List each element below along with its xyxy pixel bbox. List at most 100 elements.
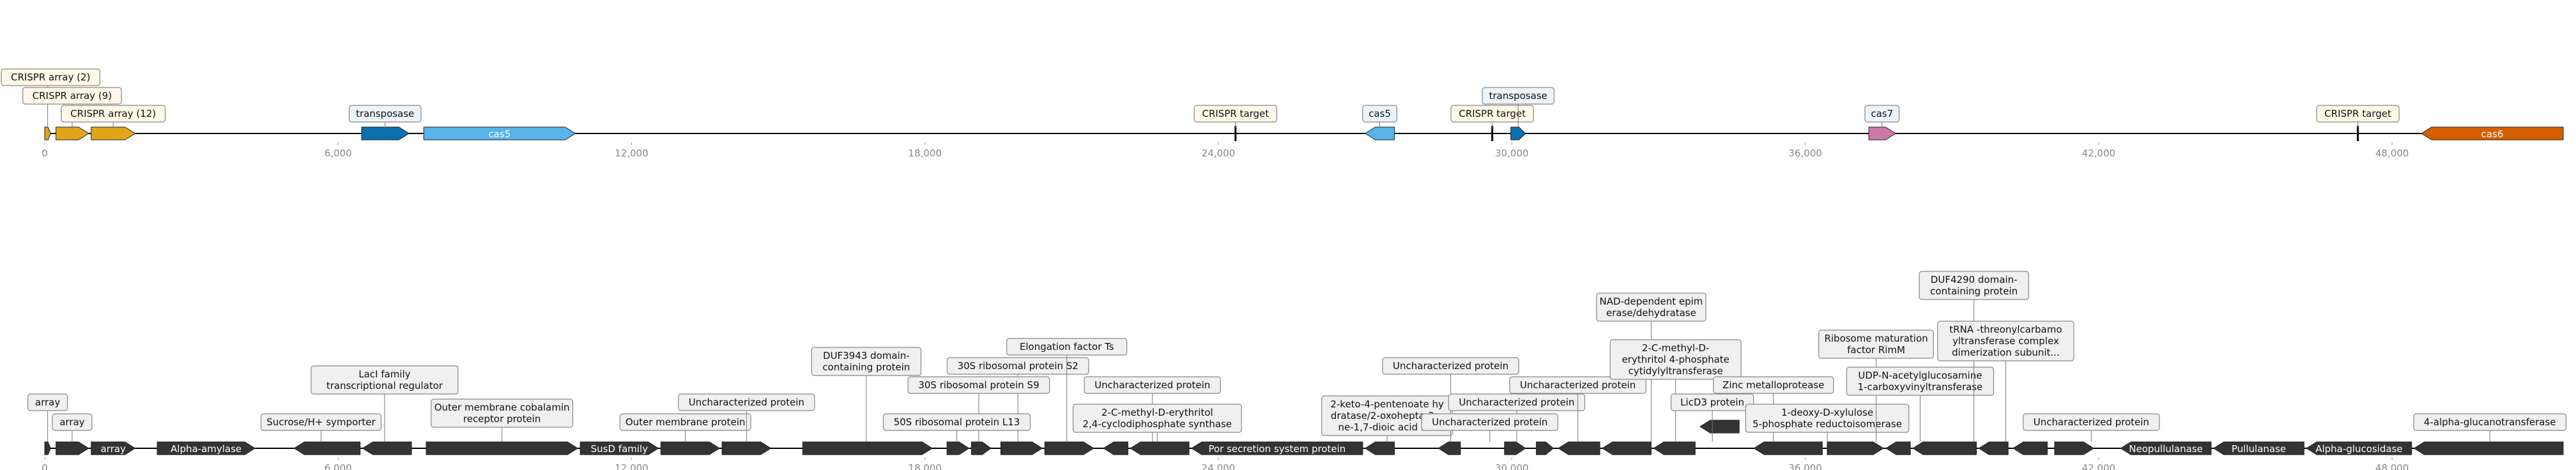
gene-label: Alpha-amylase: [171, 443, 241, 455]
callout-box: [1448, 393, 1586, 411]
gene-arrow: [56, 441, 89, 455]
gene-arrow: [1130, 441, 1190, 455]
axis-tick-label: 12,000: [615, 462, 648, 470]
callout-text: Outer membrane protein: [625, 416, 746, 428]
callout-box: [2023, 413, 2160, 431]
callout-text: NAD-dependent epim: [1600, 296, 1703, 307]
gene-arrow: [579, 441, 659, 455]
callout-box: [1670, 393, 1754, 411]
callout-box: [1937, 321, 2074, 361]
callout-box: [1193, 105, 1278, 123]
callout-box: [1362, 105, 1398, 123]
callout-box: [1509, 376, 1646, 394]
callout-text: factor RimM: [1847, 344, 1905, 356]
callout-box: [1745, 404, 1910, 433]
callout-box: [907, 376, 1050, 394]
callout-text: Uncharacterized protein: [2034, 416, 2149, 428]
gene-arrow: [293, 441, 361, 455]
gene-arrow: [802, 441, 933, 455]
gene-label: cas5: [488, 128, 510, 140]
callout-box: [2413, 413, 2566, 431]
gene-arrow: [1000, 441, 1043, 455]
gene-arrow: [1753, 441, 1823, 455]
gene-arrow: [2306, 441, 2412, 455]
callout-box: [1450, 105, 1534, 123]
callout-box: [1713, 376, 1834, 394]
gene-arrow: [1364, 441, 1395, 455]
callout-text: cytidylyltransferase: [1629, 365, 1723, 377]
callout-text: Ribosome maturation: [1824, 333, 1928, 344]
callout-text: 30S ribosomal protein S9: [918, 379, 1039, 391]
callout-text: array: [35, 397, 60, 408]
callout-box: [946, 357, 1089, 375]
callout-text: CRISPR array (9): [33, 90, 112, 102]
gene-arrow: [1438, 441, 1461, 455]
gene-arrow: [44, 441, 51, 455]
callout-text: containing protein: [822, 361, 910, 373]
callout-text: yltransferase complex: [1952, 335, 2059, 347]
callout-text: DUF3943 domain-: [823, 350, 910, 361]
gene-arrow: [2120, 441, 2212, 455]
callout-text: Elongation factor Ts: [1020, 341, 1114, 352]
callout-text: Outer membrane cobalamin: [434, 402, 570, 413]
gene-arrow: [1653, 441, 1696, 455]
gene-arrow: [2413, 441, 2564, 455]
axis-tick-label: 30,000: [1495, 148, 1529, 159]
axis-tick-label: 6,000: [325, 148, 352, 159]
callout-text: dimerization subunit...: [1952, 347, 2060, 358]
callout-text: CRISPR target: [1202, 108, 1269, 119]
callout-text: 1-carboxyvinyltransferase: [1858, 381, 1983, 393]
callout-box: [678, 393, 815, 411]
axis-tick-label: 30,000: [1495, 462, 1529, 470]
gene-arrow: [1044, 441, 1094, 455]
callout-text: Uncharacterized protein: [689, 397, 804, 408]
axis-tick-label: 24,000: [1202, 148, 1236, 159]
gene-arrow: [946, 441, 970, 455]
gene-arrow: [1978, 441, 2009, 455]
callout-box: [619, 413, 751, 431]
callout-box: [1919, 271, 2029, 300]
callout-text: Uncharacterized protein: [1432, 416, 1547, 428]
callout-box: [811, 347, 922, 376]
callout-text: Uncharacterized protein: [1459, 397, 1574, 408]
gene-arrow: [157, 441, 256, 455]
callout-box: [1006, 338, 1128, 356]
callout-text: CRISPR array (12): [70, 108, 156, 119]
axis-tick-label: 6,000: [325, 462, 352, 470]
axis-tick-label: 18,000: [908, 148, 942, 159]
gene-arrow: [1510, 126, 1526, 140]
axis-tick-label: 18,000: [908, 462, 942, 470]
callout-text: containing protein: [1930, 285, 2018, 297]
callout-box: [310, 365, 459, 395]
gene-arrow: [44, 126, 51, 140]
callout-box: [1072, 404, 1242, 433]
gene-arrow: [56, 126, 89, 140]
callout-text: 2-C-methyl-D-erythritol: [1101, 407, 1213, 418]
gene-arrow: [2012, 441, 2048, 455]
callout-text: ne-1,7-dioic acid h...: [1338, 421, 1436, 433]
callout-box: [1482, 87, 1555, 105]
gene-arrow: [91, 126, 136, 140]
axis-tick-label: 36,000: [1788, 462, 1822, 470]
callout-text: 2-C-methyl-D-: [1642, 342, 1710, 354]
axis-tick-label: 48,000: [2375, 148, 2409, 159]
gene-arrow: [2421, 126, 2564, 140]
callout-text: CRISPR array (2): [11, 72, 90, 83]
callout-box: [1596, 292, 1706, 322]
gene-arrow: [660, 441, 721, 455]
gene-arrow: [721, 441, 772, 455]
callout-text: UDP-N-acetylglucosamine: [1858, 370, 1982, 381]
callout-box: [348, 105, 422, 123]
gene-label: Neopullulanase: [2129, 443, 2203, 455]
axis-tick-label: 0: [42, 462, 48, 470]
callout-text: Zinc metalloprotease: [1722, 379, 1824, 391]
callout-text: 2-keto-4-pentenoate hy: [1330, 398, 1444, 410]
gene-label: SusD family: [591, 443, 648, 455]
gene-arrow: [1536, 441, 1554, 455]
callout-text: dratase/2-oxohepta-3-e: [1331, 410, 1444, 421]
callout-text: cas5: [1368, 108, 1391, 119]
callout-text: 4-alpha-glucanotransferase: [2424, 416, 2556, 428]
callout-box: [1421, 413, 1559, 431]
callout-text: transposase: [356, 108, 414, 119]
axis-tick-label: 48,000: [2375, 462, 2409, 470]
